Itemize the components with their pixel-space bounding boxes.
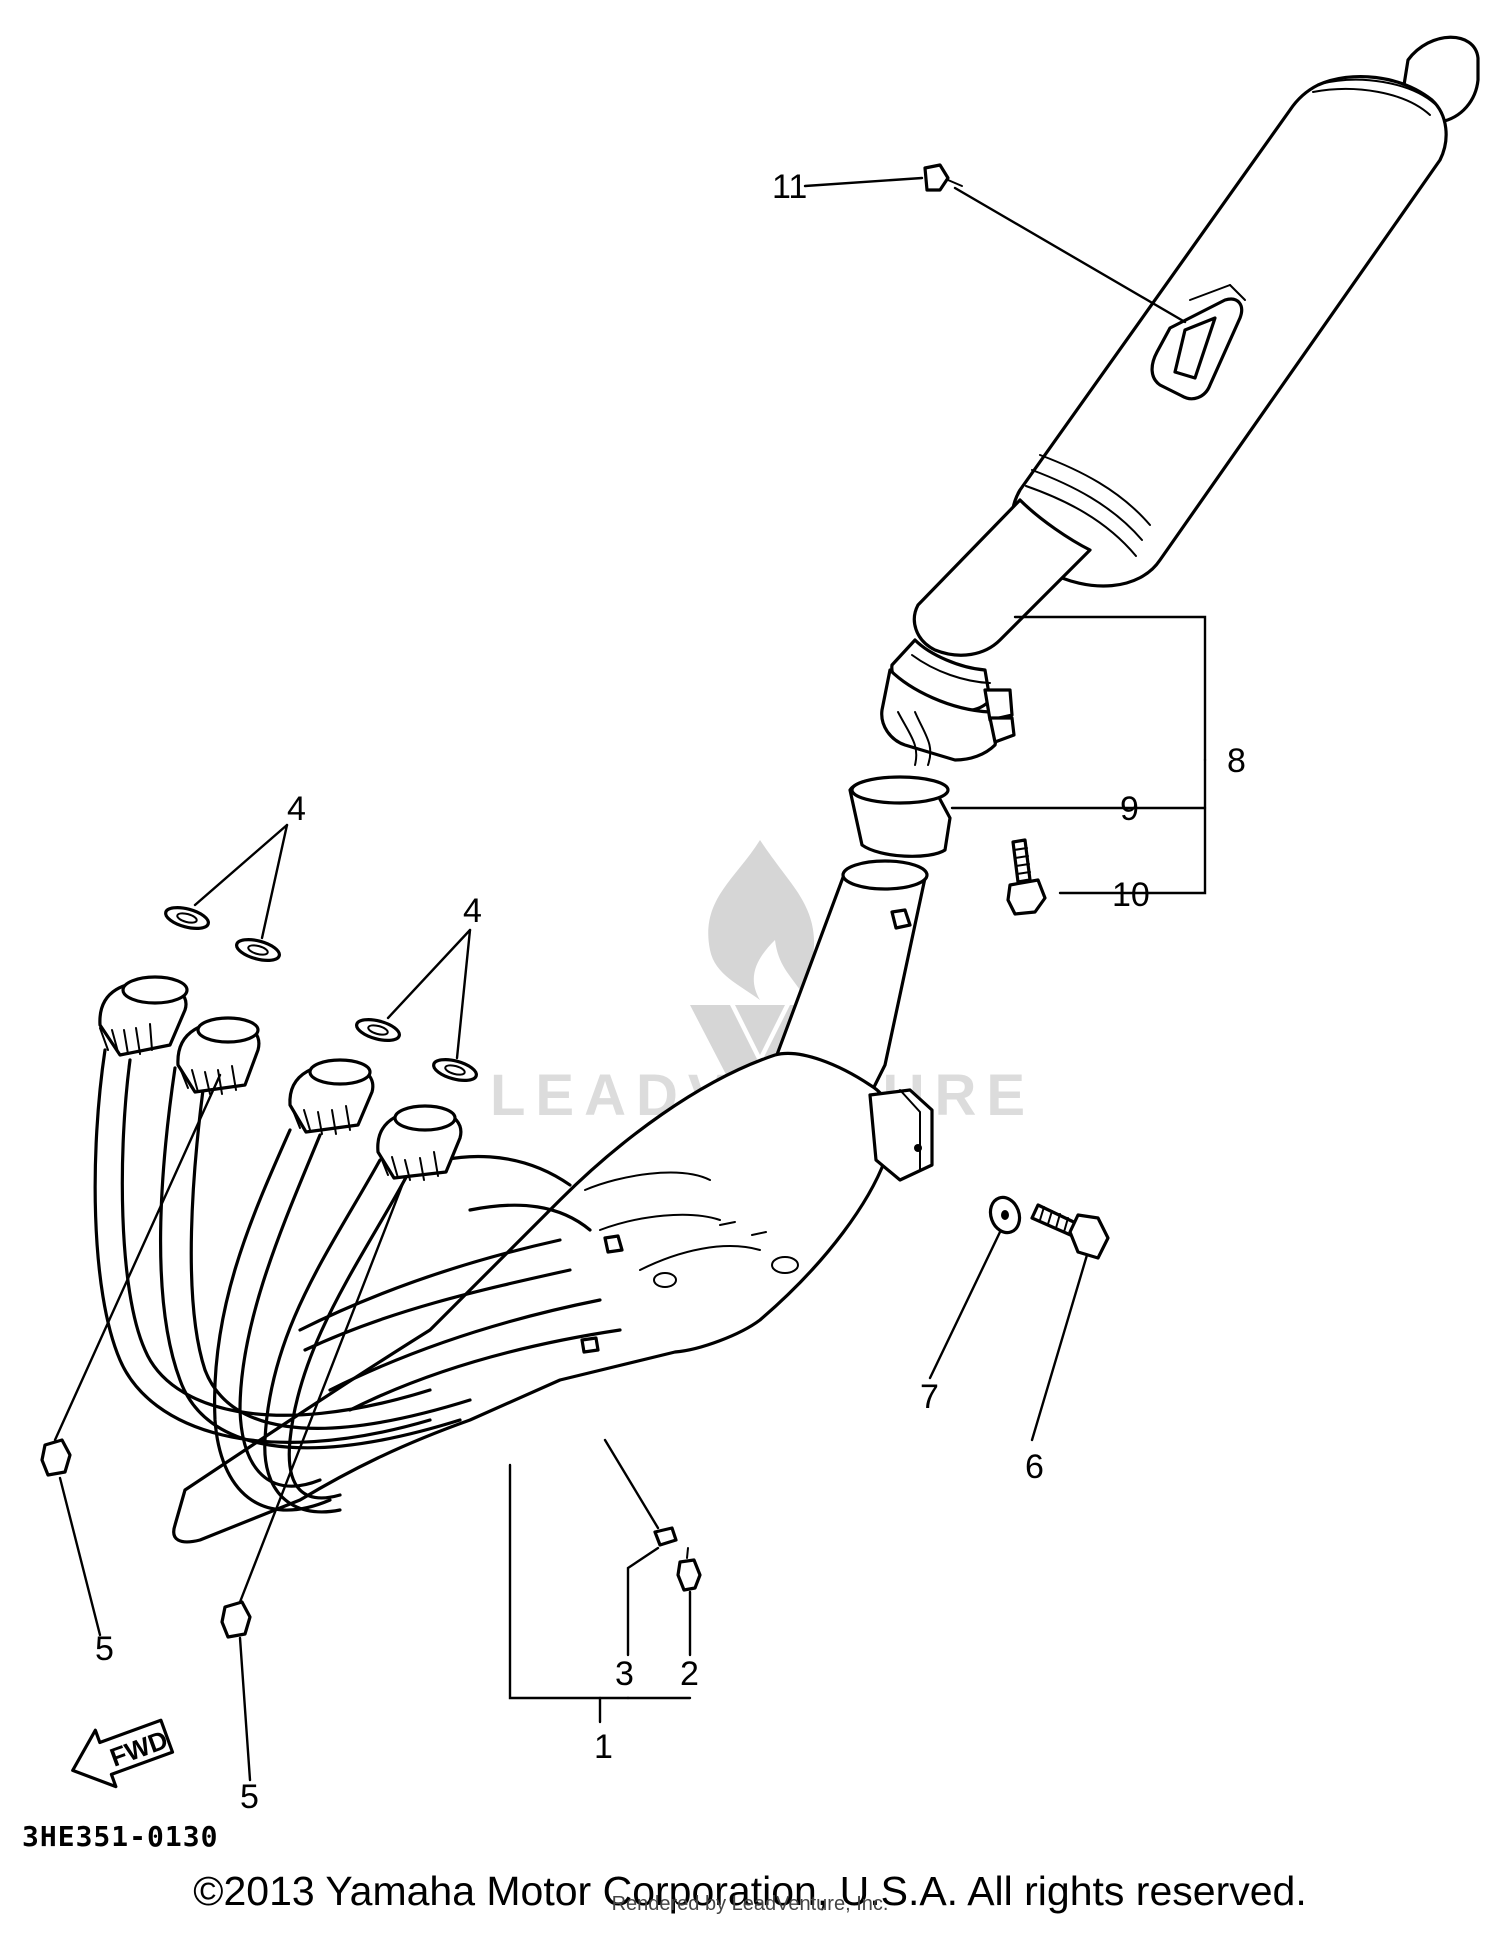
nuts-5 — [40, 1438, 252, 1639]
forward-arrow: FWD — [71, 1718, 175, 1789]
callout-5-left: 5 — [95, 1630, 114, 1668]
bolt-6 — [1030, 1203, 1110, 1260]
exhaust-pipe-assembly — [93, 859, 934, 1544]
copyright-notice: ©2013 Yamaha Motor Corporation, U.S.A. A… — [193, 1868, 1307, 1914]
callout-5-right: 5 — [240, 1778, 259, 1816]
callout-10: 10 — [1112, 876, 1150, 914]
callout-9: 9 — [1120, 790, 1139, 828]
screw-3 — [653, 1526, 678, 1547]
callout-4-left: 4 — [287, 790, 306, 828]
callout-7: 7 — [920, 1378, 939, 1416]
callout-2: 2 — [680, 1655, 699, 1693]
gaskets-4 — [164, 906, 478, 1082]
callout-11: 11 — [772, 168, 807, 206]
rendered-by-notice: Rendered by LeadVenture, Inc. — [611, 1893, 889, 1915]
screw-2 — [676, 1547, 702, 1592]
callout-8: 8 — [1227, 742, 1246, 780]
gasket-9 — [848, 775, 952, 858]
callout-1: 1 — [594, 1728, 613, 1766]
bolt-10 — [1006, 838, 1047, 916]
washer-7 — [988, 1195, 1022, 1235]
callout-6: 6 — [1025, 1448, 1044, 1486]
callout-3: 3 — [615, 1655, 634, 1693]
callout-4-right: 4 — [463, 892, 482, 930]
drawing-code: 3HE351-0130 — [22, 1820, 219, 1853]
leader-lines — [53, 163, 1207, 1782]
muffler — [880, 35, 1480, 766]
